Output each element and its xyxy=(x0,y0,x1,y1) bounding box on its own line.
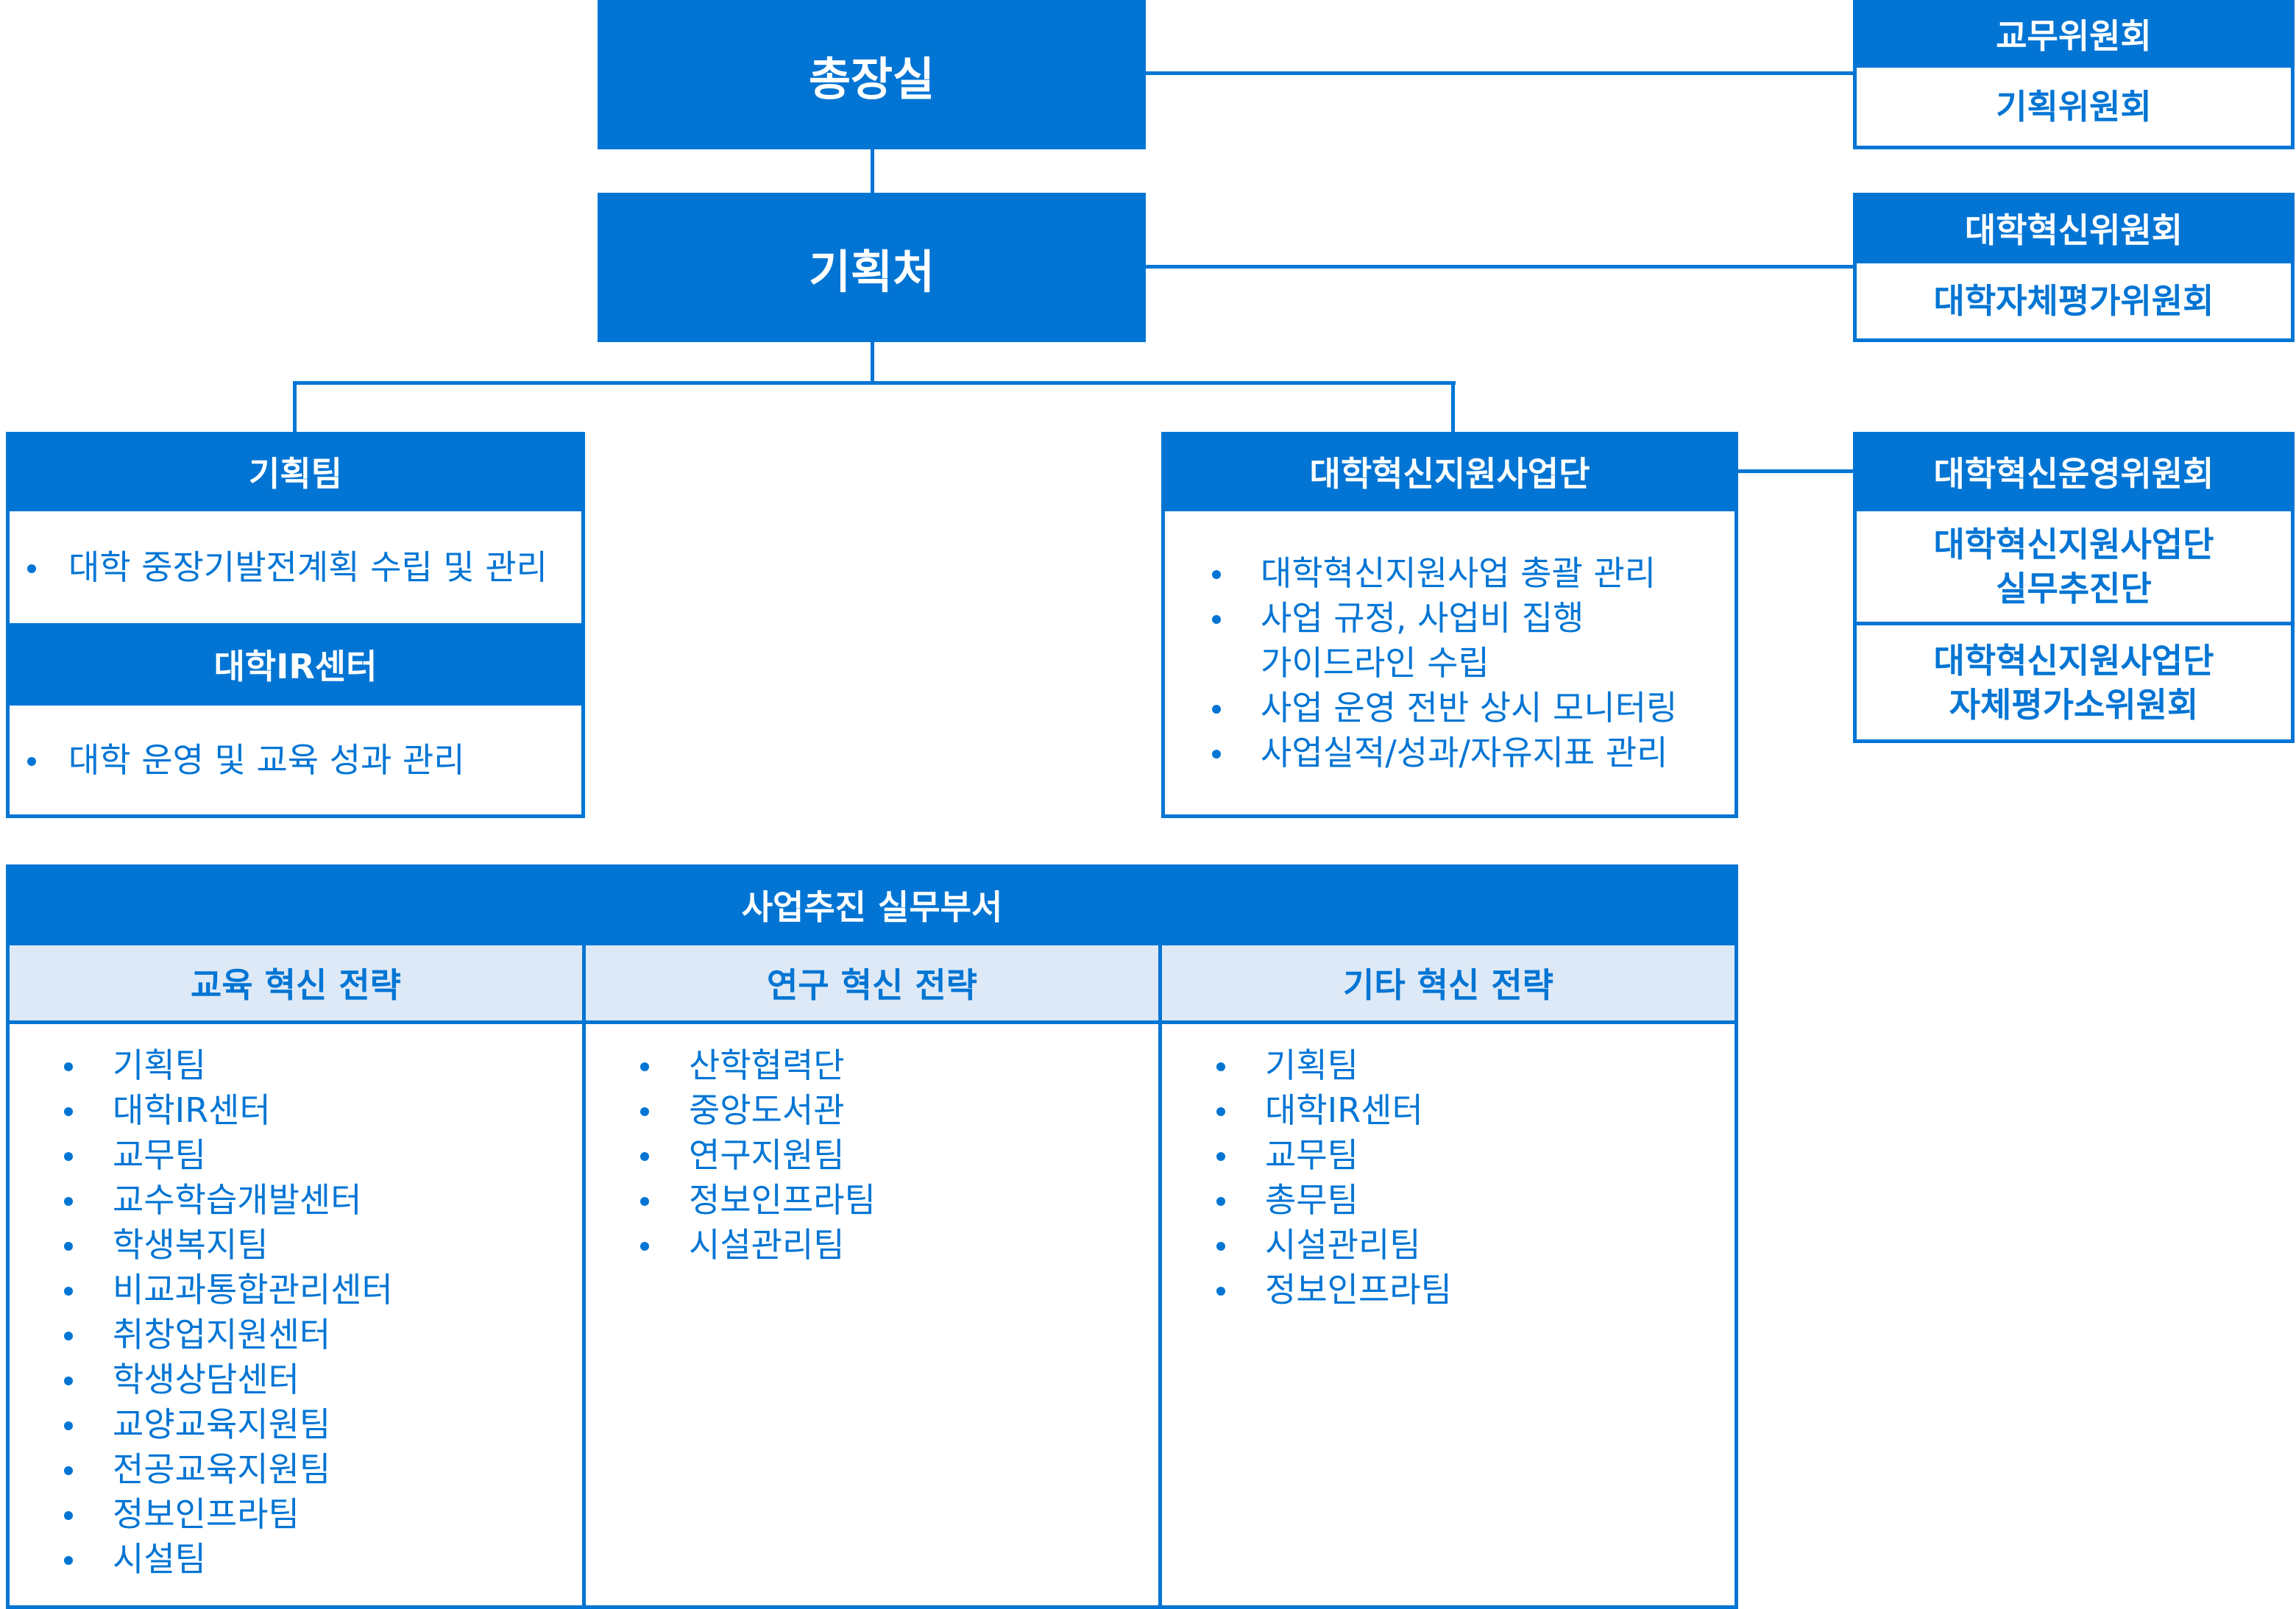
list-item: 중앙도서관 xyxy=(623,1088,1158,1133)
committee-item-line: 대학혁신지원사업단 xyxy=(1933,525,2214,564)
list-item: 총무팀 xyxy=(1199,1178,1735,1223)
list-item: 교수학습개발센터 xyxy=(46,1178,582,1223)
committee-header: 교무위원회 xyxy=(1853,0,2295,68)
column-header-research: 연구 혁신 전략 xyxy=(586,945,1162,1020)
connector-group-committee xyxy=(1738,469,1853,473)
list-item: 연구지원팀 xyxy=(623,1133,1158,1178)
committee-item: 기획위원회 xyxy=(1857,68,2291,146)
list-item: 전공교육지원팀 xyxy=(46,1447,582,1492)
strategy-body-row: 기획팀 대학IR센터 교무팀 교수학습개발센터 학생복지팀 비교과통합관리센터 … xyxy=(10,1024,1735,1605)
planning-team-header: 기획팀 xyxy=(6,432,585,511)
list-item: 시설관리팀 xyxy=(623,1223,1158,1268)
list-item: 시설관리팀 xyxy=(1199,1223,1735,1268)
list-item: 사업 운영 전반 상시 모니터링 xyxy=(1194,686,1677,731)
planning-team-body: 대학 중장기발전계획 수립 및 관리 xyxy=(10,511,581,623)
list-item: 정보인프라팀 xyxy=(1199,1268,1735,1313)
committee-header-label: 교무위원회 xyxy=(1996,16,2152,56)
list-item: 대학 중장기발전계획 수립 및 관리 xyxy=(10,545,581,590)
committee-group-innovation: 대학혁신위원회 대학자체평가위원회 xyxy=(1853,193,2295,342)
list-item: 교양교육지원팀 xyxy=(46,1402,582,1447)
list-item: 사업실적/성과/자유지표 관리 xyxy=(1194,731,1677,775)
committee-item-line: 대학혁신지원사업단 xyxy=(1933,640,2214,681)
list-item: 학생복지팀 xyxy=(46,1223,582,1268)
committee-item: 대학혁신지원사업단 자체평가소위원회 xyxy=(1857,625,2291,739)
ir-center-body: 대학 운영 및 교육 성과 관리 xyxy=(10,706,581,814)
committee-header: 대학혁신운영위원회 xyxy=(1853,432,2295,511)
committee-item: 대학혁신지원사업단 실무추진단 xyxy=(1857,511,2291,625)
committee-header-label: 대학혁신위원회 xyxy=(1964,210,2183,250)
working-departments-header: 사업추진 실무부서 xyxy=(6,864,1738,945)
connector-planning-committee xyxy=(1146,265,1853,269)
list-item: 교무팀 xyxy=(1199,1133,1735,1178)
planning-team-box: 기획팀 대학 중장기발전계획 수립 및 관리 대학IR센터 대학 운영 및 교육… xyxy=(6,432,585,818)
list-item: 산학협력단 xyxy=(623,1043,1158,1088)
committee-item-label: 대학자체평가위원회 xyxy=(1933,281,2214,321)
planning-office-label: 기획처 xyxy=(808,244,935,299)
committee-header: 대학혁신위원회 xyxy=(1853,193,2295,263)
committee-header-label: 대학혁신운영위원회 xyxy=(1933,454,2214,494)
connector-to-innovation-group xyxy=(1451,381,1455,432)
list-item: 취창업지원센터 xyxy=(46,1313,582,1357)
working-departments-title: 사업추진 실무부서 xyxy=(741,887,1003,927)
working-departments-table: 사업추진 실무부서 교육 혁신 전략 연구 혁신 전략 기타 혁신 전략 기획팀… xyxy=(6,864,1738,1609)
president-office-box: 총장실 xyxy=(598,0,1146,149)
committee-item-label: 기획위원회 xyxy=(1996,87,2152,127)
list-item: 비교과통합관리센터 xyxy=(46,1268,582,1313)
list-item: 정보인프라팀 xyxy=(623,1178,1158,1223)
connector-president-committee xyxy=(1146,71,1853,75)
strategy-header-row: 교육 혁신 전략 연구 혁신 전략 기타 혁신 전략 xyxy=(10,945,1735,1024)
connector-planning-down xyxy=(871,342,874,384)
ir-center-header: 대학IR센터 xyxy=(6,623,585,706)
connector-president-planning xyxy=(871,149,874,193)
list-item: 학생상담센터 xyxy=(46,1357,582,1402)
connector-to-planning-team xyxy=(293,381,297,432)
ir-center-title: 대학IR센터 xyxy=(213,647,378,686)
list-item: 시설팀 xyxy=(46,1537,582,1582)
committee-item: 대학자체평가위원회 xyxy=(1857,263,2291,338)
committee-group-academic: 교무위원회 기획위원회 xyxy=(1853,0,2295,149)
connector-horizontal-branch xyxy=(293,381,1456,385)
list-item: 대학 운영 및 교육 성과 관리 xyxy=(10,738,581,783)
list-item: 정보인프라팀 xyxy=(46,1492,582,1537)
committee-group-operations: 대학혁신운영위원회 대학혁신지원사업단 실무추진단 대학혁신지원사업단 자체평가… xyxy=(1853,432,2295,743)
column-header-education: 교육 혁신 전략 xyxy=(10,945,586,1020)
committee-item-line: 실무추진단 xyxy=(1996,569,2152,608)
list-item: 대학IR센터 xyxy=(1199,1088,1735,1133)
list-item: 대학IR센터 xyxy=(46,1088,582,1133)
innovation-group-title: 대학혁신지원사업단 xyxy=(1309,454,1590,494)
list-item: 교무팀 xyxy=(46,1133,582,1178)
innovation-group-header: 대학혁신지원사업단 xyxy=(1161,432,1738,511)
column-other: 기획팀 대학IR센터 교무팀 총무팀 시설관리팀 정보인프라팀 xyxy=(1162,1024,1735,1605)
planning-office-box: 기획처 xyxy=(598,193,1146,342)
column-education: 기획팀 대학IR센터 교무팀 교수학습개발센터 학생복지팀 비교과통합관리센터 … xyxy=(10,1024,586,1605)
list-item: 대학혁신지원사업 총괄 관리 xyxy=(1194,551,1677,596)
planning-team-title: 기획팀 xyxy=(249,454,342,494)
column-research: 산학협력단 중앙도서관 연구지원팀 정보인프라팀 시설관리팀 xyxy=(586,1024,1162,1605)
committee-item-line: 자체평가소위원회 xyxy=(1949,684,2199,725)
president-office-label: 총장실 xyxy=(808,51,935,106)
list-item: 기획팀 xyxy=(1199,1043,1735,1088)
column-header-other: 기타 혁신 전략 xyxy=(1162,945,1735,1020)
list-item: 기획팀 xyxy=(46,1043,582,1088)
